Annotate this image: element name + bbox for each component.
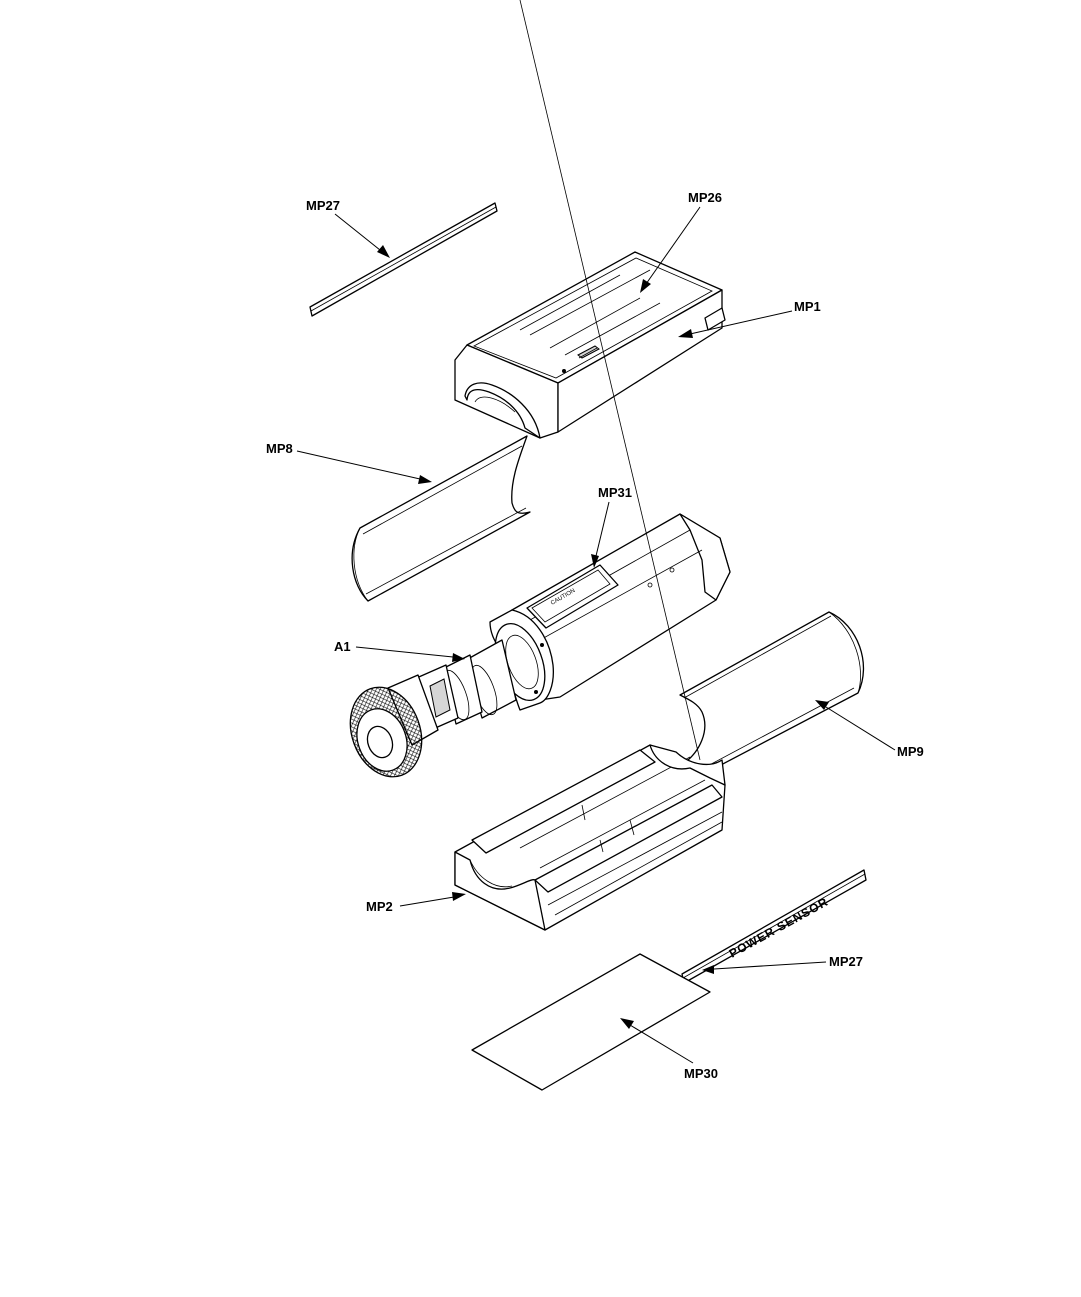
callout-mp27-top-label: MP27 bbox=[306, 198, 340, 213]
callout-mp9-label: MP9 bbox=[897, 744, 924, 759]
callout-mp8: MP8 bbox=[266, 441, 432, 484]
callout-a1: A1 bbox=[334, 639, 465, 662]
callout-a1-label: A1 bbox=[334, 639, 351, 654]
mp27-top-strip bbox=[310, 203, 497, 316]
power-sensor-stripe-text: POWER SENSOR bbox=[727, 894, 831, 960]
callout-mp2: MP2 bbox=[366, 892, 466, 914]
callout-mp27-bottom-label: MP27 bbox=[829, 954, 863, 969]
mp1-top-cover bbox=[455, 252, 725, 438]
mp9-half-shell bbox=[680, 612, 863, 777]
callout-mp31-label: MP31 bbox=[598, 485, 632, 500]
callout-mp1-label: MP1 bbox=[794, 299, 821, 314]
mp8-half-shell bbox=[352, 436, 530, 601]
callout-mp30: MP30 bbox=[620, 1018, 718, 1081]
callout-mp26-label: MP26 bbox=[688, 190, 722, 205]
callout-mp27-top: MP27 bbox=[306, 198, 390, 258]
callout-mp9: MP9 bbox=[815, 700, 924, 759]
mp30-label-sheet bbox=[472, 954, 710, 1090]
callout-mp8-label: MP8 bbox=[266, 441, 293, 456]
callout-mp30-label: MP30 bbox=[684, 1066, 718, 1081]
callout-mp2-label: MP2 bbox=[366, 899, 393, 914]
